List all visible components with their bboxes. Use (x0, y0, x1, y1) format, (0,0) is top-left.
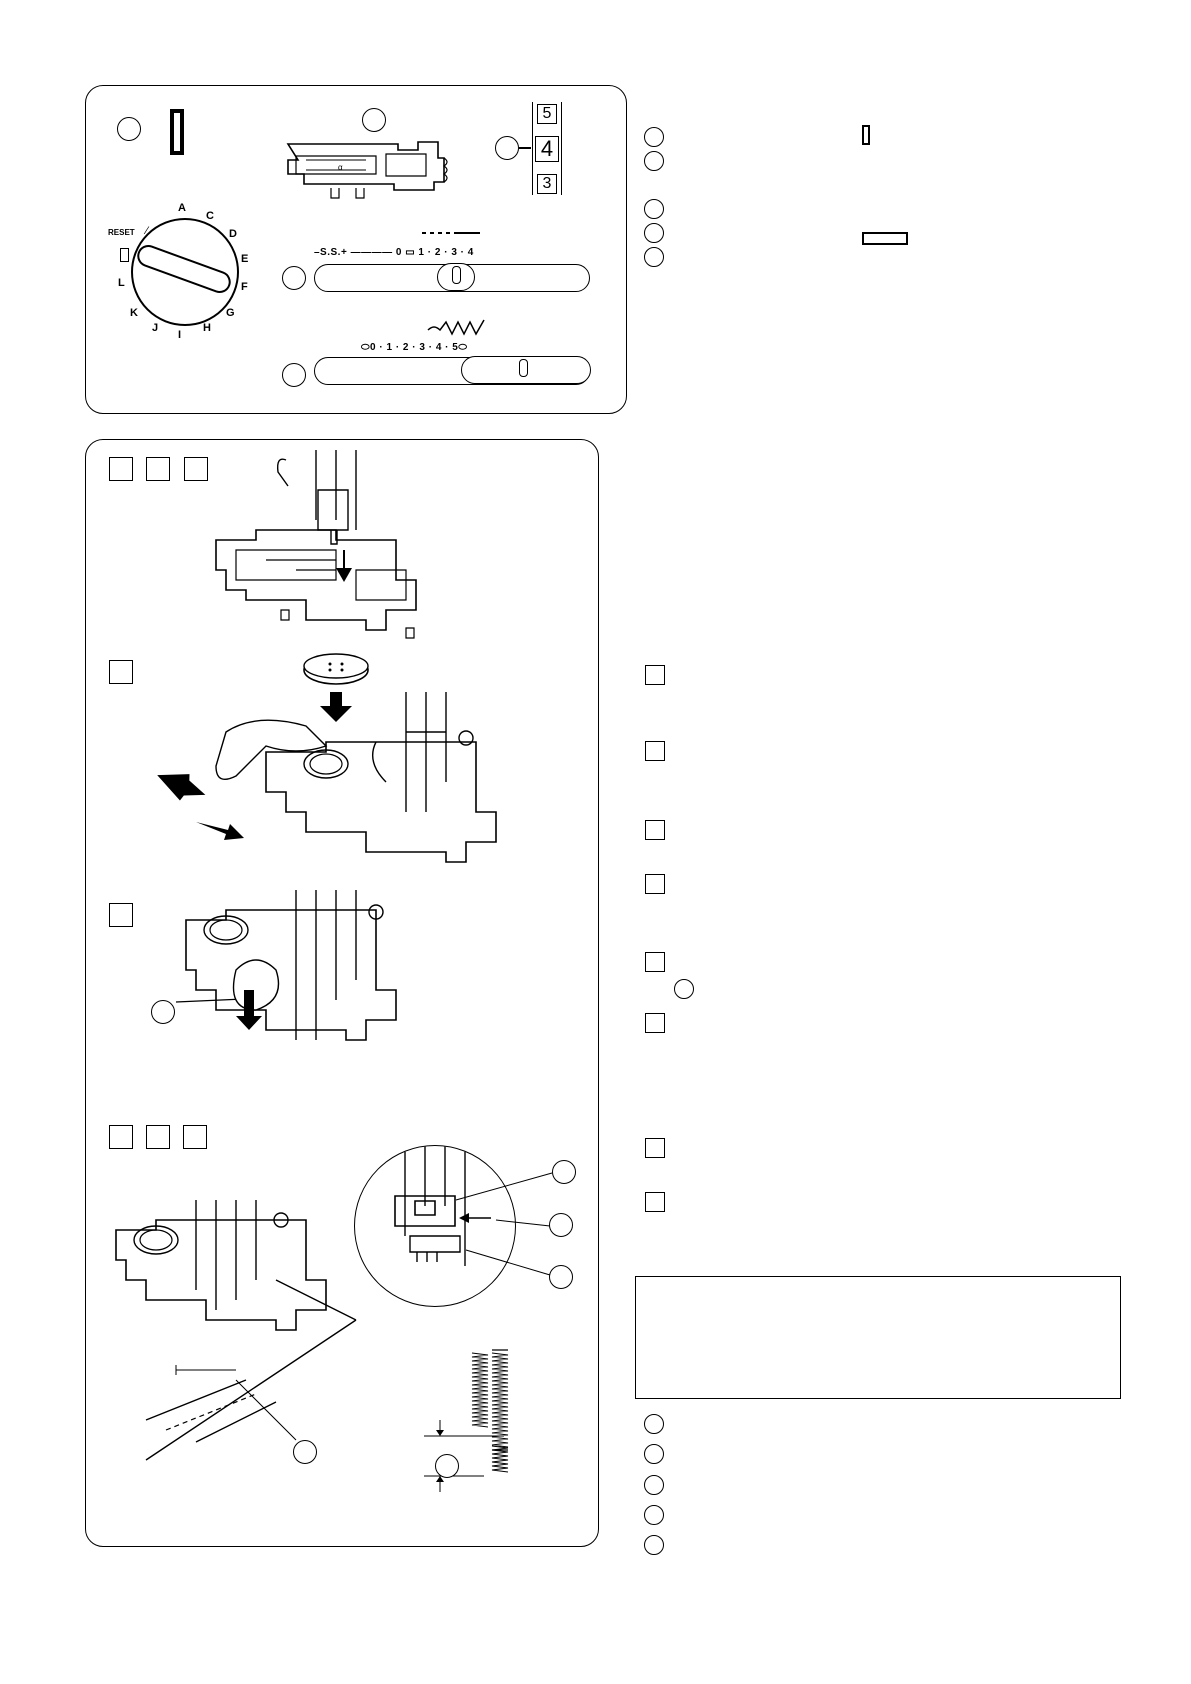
buttonhole-foot-icon: α (286, 141, 448, 199)
step-box (645, 665, 665, 685)
reference-circle (293, 1440, 317, 1464)
step-box (109, 660, 133, 684)
dial-letter-C: C (206, 210, 214, 222)
step-box (645, 874, 665, 894)
step-box (146, 457, 170, 481)
step-box (146, 1125, 170, 1149)
tension-number: 5 (537, 104, 557, 124)
reference-circle (549, 1213, 573, 1237)
dial-letter-D: D (229, 228, 237, 240)
pattern-selector-dial[interactable] (131, 218, 239, 326)
stitch-length-scale: –S.S.+ ———— 0 ▭ 1 · 2 · 3 · 4 (314, 247, 474, 258)
wide-rectangle-icon (862, 232, 908, 245)
step-box (184, 457, 208, 481)
step-box (109, 1125, 133, 1149)
svg-text:α: α (338, 163, 343, 172)
reference-circle (151, 1000, 175, 1024)
dial-letter-K: K (130, 307, 138, 319)
dial-letter-H: H (203, 322, 211, 334)
tension-number: 3 (537, 174, 557, 194)
legend-circle (644, 151, 664, 171)
legend-circle (644, 1475, 664, 1495)
step-box (109, 457, 133, 481)
machine-settings-panel: α 5 4 3 RESET ⁄ A C D E F G H I J K L –S… (85, 85, 627, 414)
reference-circle (549, 1265, 573, 1289)
straight-stitch-icon (422, 232, 480, 234)
dial-letter-F: F (241, 281, 248, 293)
reference-circle (552, 1160, 576, 1184)
legend-circle (644, 1505, 664, 1525)
legend-circle (644, 223, 664, 243)
stitch-length-knob[interactable] (437, 263, 475, 291)
step-box (645, 820, 665, 840)
step-box (645, 1192, 665, 1212)
pull-lever-illustration (175, 890, 397, 1041)
legend-circle (644, 127, 664, 147)
buttonhole-stitch-sample (424, 1349, 509, 1492)
dial-buttonhole-icon (120, 248, 129, 262)
legend-circle (644, 1535, 664, 1555)
stitch-length-slider[interactable] (314, 263, 590, 292)
dial-reset-label: RESET (108, 228, 135, 237)
inline-reference-circle (674, 979, 694, 999)
step-box (645, 741, 665, 761)
legend-circle (644, 199, 664, 219)
insert-button-illustration (157, 653, 497, 863)
tension-number-selected: 4 (535, 136, 559, 162)
dial-letter-G: G (226, 307, 235, 319)
legend-circle (644, 1444, 664, 1464)
legend-circle (644, 1414, 664, 1434)
zigzag-stitch-icon (427, 319, 485, 336)
tension-indicator: 5 4 3 (532, 102, 562, 195)
narrow-bar-tack-icon (862, 125, 870, 145)
reference-circle (117, 117, 141, 141)
reference-circle (435, 1454, 459, 1478)
reference-circle (282, 266, 306, 290)
step-box (109, 903, 133, 927)
reference-circle (282, 363, 306, 387)
stitch-width-knob[interactable] (461, 356, 591, 384)
dial-letter-A: A (178, 202, 186, 214)
attach-foot-illustration (215, 450, 417, 639)
stitch-width-scale: ⬭0 · 1 · 2 · 3 · 4 · 5⬭ (361, 342, 468, 353)
dial-letter-L: L (118, 277, 125, 289)
step-box (183, 1125, 207, 1149)
reference-circle (362, 108, 386, 132)
dial-reset-mark-icon: ⁄ (146, 225, 148, 237)
legend-circle (644, 247, 664, 267)
dial-letter-E: E (241, 253, 249, 265)
dial-letter-I: I (178, 329, 182, 341)
stitch-width-slider[interactable] (314, 356, 591, 385)
reference-circle (495, 136, 519, 160)
step-box (645, 1013, 665, 1033)
pattern-symbol-icon (170, 109, 184, 155)
magnified-detail (354, 1145, 516, 1307)
note-box (635, 1276, 1121, 1399)
dial-pointer (134, 241, 234, 297)
sewing-buttonhole-illustration (115, 1200, 357, 1461)
instruction-steps-panel (85, 439, 599, 1547)
callout-lines (455, 1172, 553, 1276)
dial-letter-J: J (152, 322, 159, 334)
step-box (645, 1138, 665, 1158)
step-box (645, 952, 665, 972)
tension-connector-line (519, 147, 531, 149)
